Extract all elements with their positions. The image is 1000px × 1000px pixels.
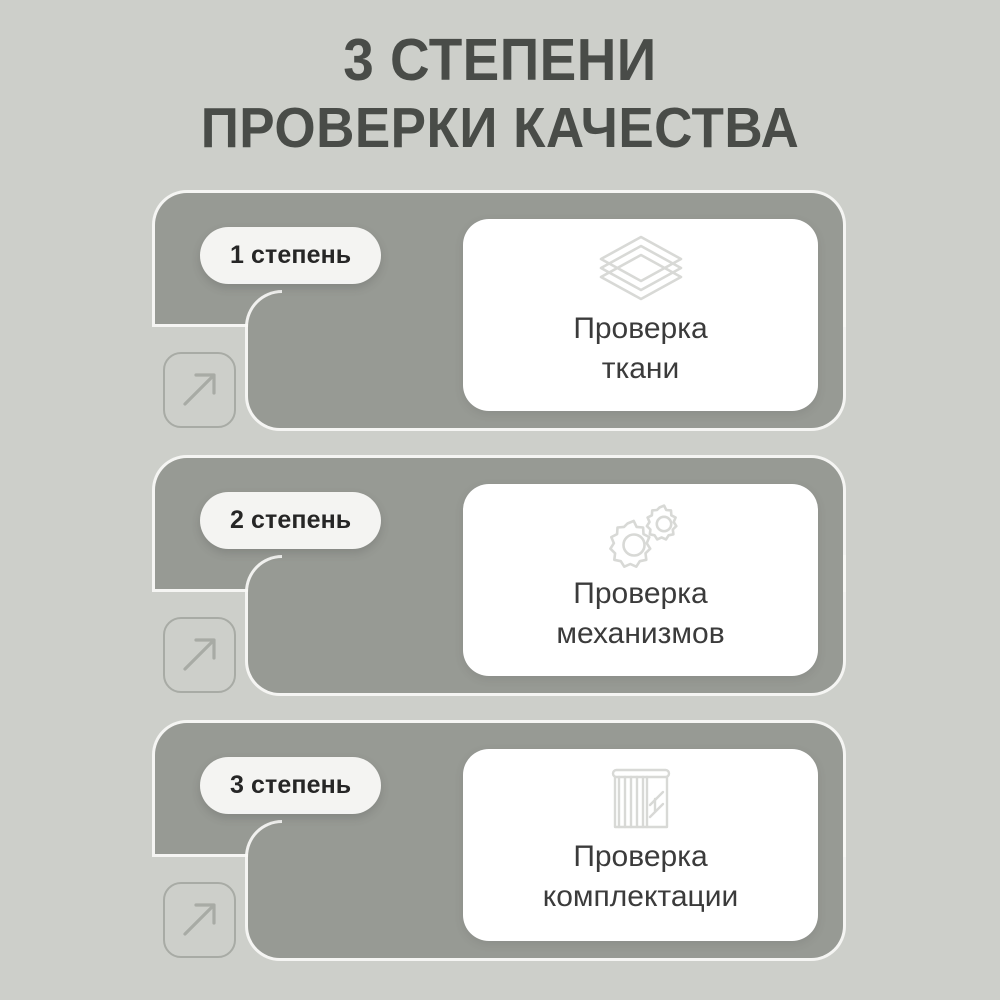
card-text-2-line-1: Проверка xyxy=(573,577,708,610)
arrow-button-3[interactable] xyxy=(163,882,236,958)
step-badge-1[interactable]: 1 степень xyxy=(200,227,382,284)
info-card-1[interactable]: Проверка ткани xyxy=(463,219,818,411)
curtain-icon xyxy=(611,768,670,829)
step-badge-3[interactable]: 3 степень xyxy=(200,757,382,814)
card-text-3-line-2: комплектации xyxy=(542,880,739,913)
page-title-line-1: 3 СТЕПЕНИ xyxy=(343,27,657,93)
page-title: 3 СТЕПЕНИ ПРОВЕРКИ КАЧЕСТВА xyxy=(0,26,1000,162)
steps-list: 1 степень Проверка ткани xyxy=(155,193,843,988)
card-text-1-line-1: Проверка xyxy=(573,312,708,345)
card-text-3-line-1: Проверка xyxy=(573,840,708,873)
step-panel-1: 1 степень Проверка ткани xyxy=(155,193,843,428)
arrow-up-right-icon xyxy=(183,903,216,936)
card-text-1: Проверка ткани xyxy=(563,309,717,389)
card-text-1-line-2: ткани xyxy=(601,352,680,385)
card-icon-wrap-1 xyxy=(595,233,687,307)
card-icon-wrap-2 xyxy=(593,498,689,572)
layers-icon xyxy=(599,235,682,301)
card-text-3: Проверка комплектации xyxy=(533,837,748,917)
arrow-button-2[interactable] xyxy=(163,617,236,693)
card-icon-wrap-3 xyxy=(605,765,677,835)
step-panel-2: 2 степень xyxy=(155,458,843,693)
arrow-up-right-icon xyxy=(183,638,216,671)
info-card-2[interactable]: Проверка механизмов xyxy=(463,484,818,676)
step-panel-3: 3 степень xyxy=(155,723,843,958)
page-title-line-2: ПРОВЕРКИ КАЧЕСТВА xyxy=(200,96,800,160)
arrow-up-right-icon xyxy=(183,373,216,406)
step-badge-label-1: 1 степень xyxy=(230,241,352,269)
card-text-2-line-2: механизмов xyxy=(556,617,725,650)
card-text-2: Проверка механизмов xyxy=(546,574,734,654)
arrow-button-1[interactable] xyxy=(163,352,236,428)
step-badge-label-3: 3 степень xyxy=(230,771,352,799)
info-card-3[interactable]: Проверка комплектации xyxy=(463,749,818,941)
step-badge-2[interactable]: 2 степень xyxy=(200,492,382,549)
step-badge-label-2: 2 степень xyxy=(230,506,352,534)
gears-icon xyxy=(608,504,678,568)
